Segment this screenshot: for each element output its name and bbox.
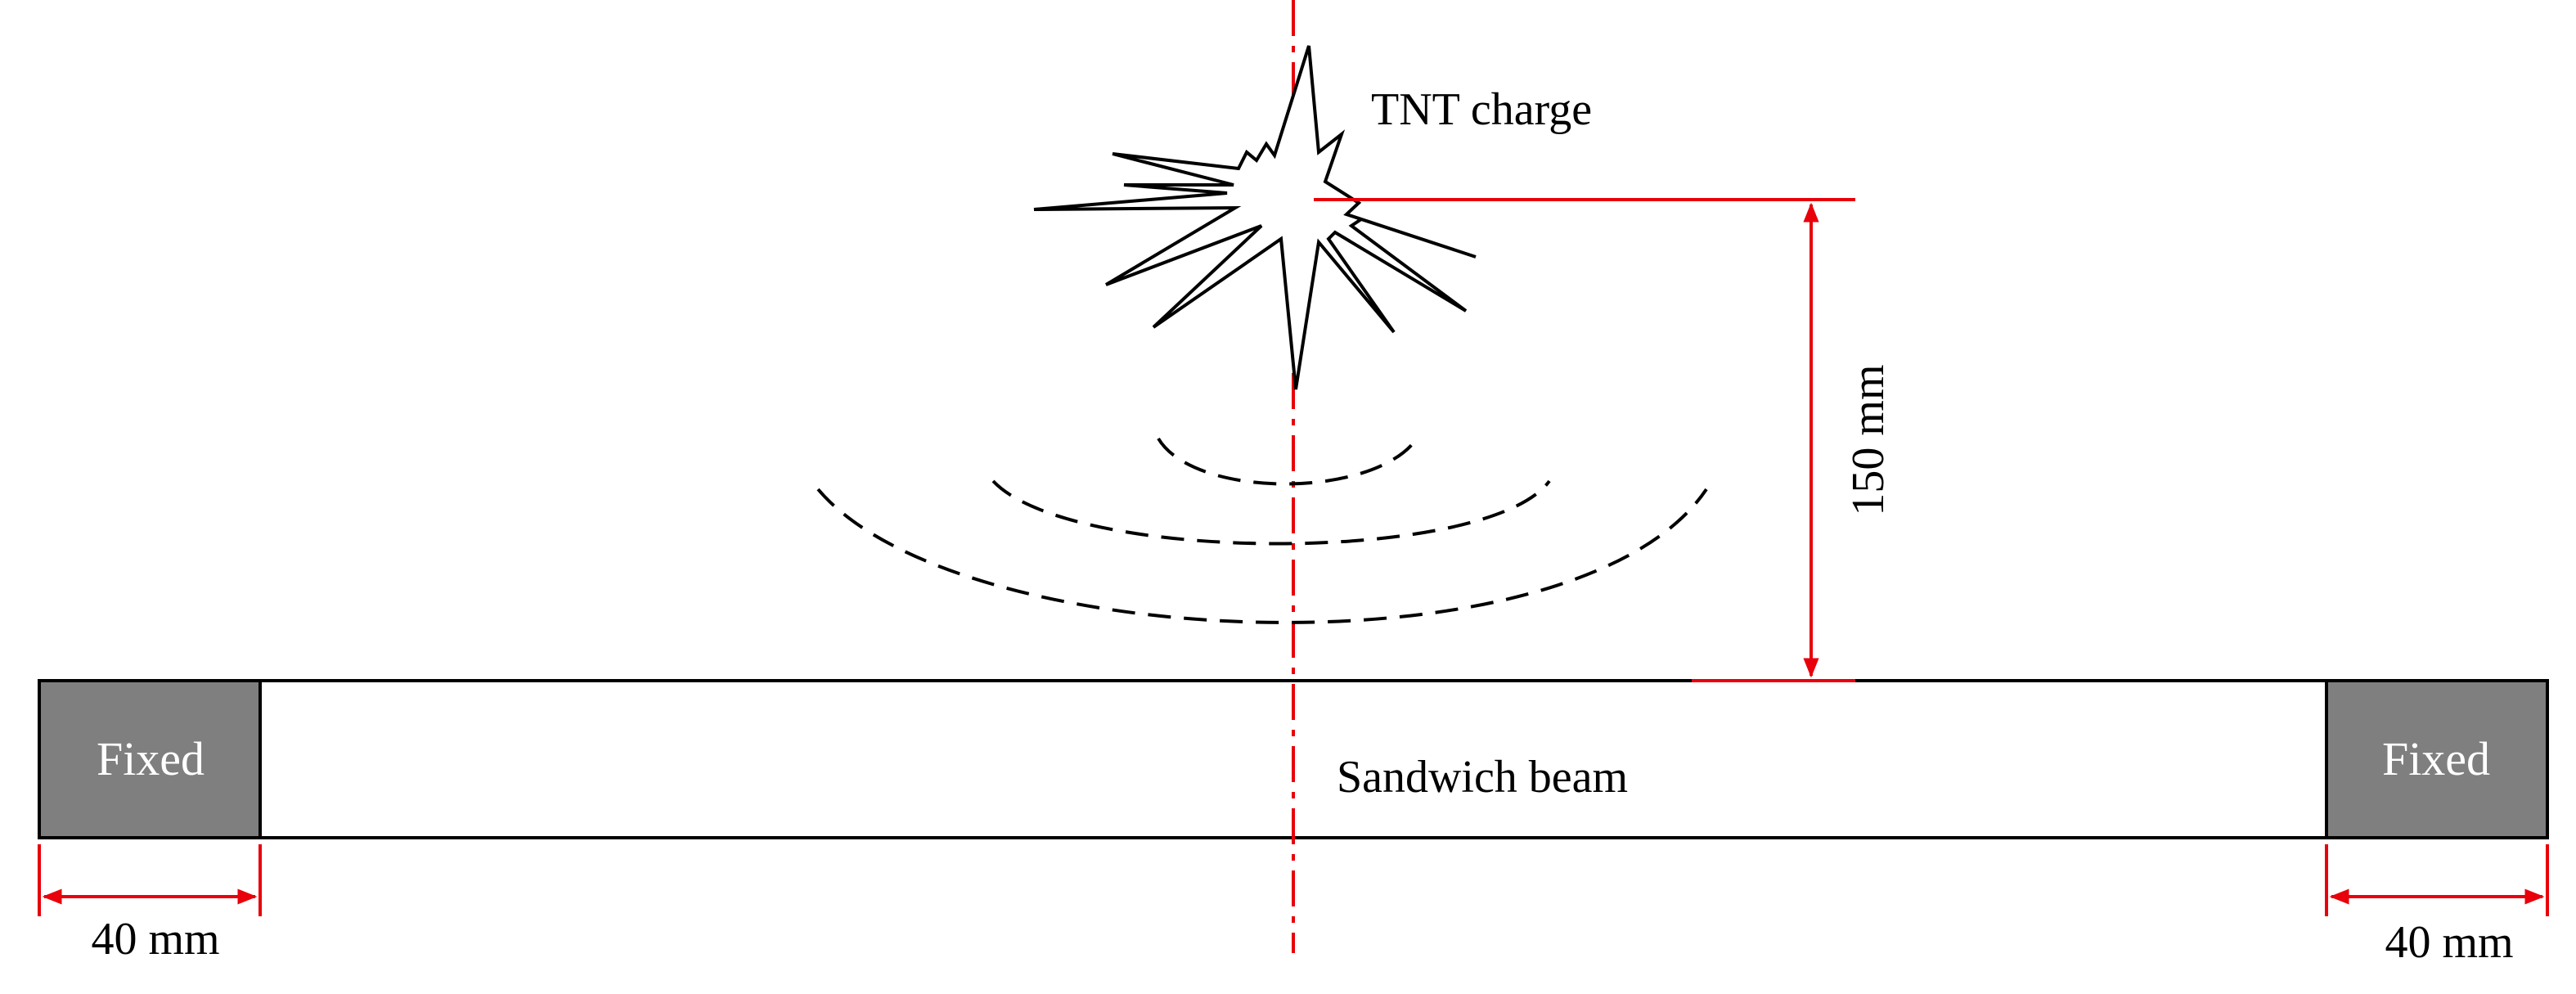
shock-wave-arc-middle <box>991 479 1551 546</box>
fixed-support-left <box>38 679 262 839</box>
shock-wave-arc-outer <box>816 488 1708 624</box>
span-right-label: 40 mm <box>2385 917 2513 968</box>
explosion-burst-icon <box>1033 45 1477 390</box>
span-left-label: 40 mm <box>91 914 219 965</box>
span-dimension-left <box>38 844 262 916</box>
shock-wave-arcs <box>816 437 1708 624</box>
fixed-right-label: Fixed <box>2382 732 2490 785</box>
shock-wave-arc-inner <box>1157 437 1418 486</box>
beam-label: Sandwich beam <box>1337 752 1628 803</box>
standoff-label: 150 mm <box>1843 364 1894 515</box>
fixed-left-label: Fixed <box>97 732 205 785</box>
span-dimension-right <box>2325 844 2549 916</box>
tnt-charge-label: TNT charge <box>1371 84 1592 135</box>
standoff-dimension <box>1314 198 1855 682</box>
fixed-support-right <box>2325 679 2549 839</box>
